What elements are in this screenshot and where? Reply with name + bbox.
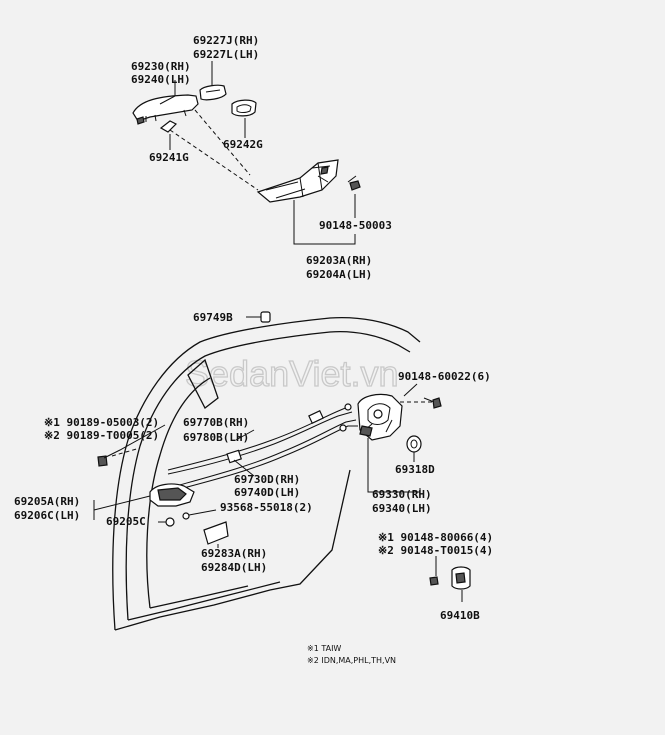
label-69284d: 69284D(LH) bbox=[201, 561, 267, 574]
label-69203a: 69203A(RH) bbox=[306, 254, 372, 267]
label-69227j: 69227J(RH) bbox=[193, 34, 259, 47]
label-69730d: 69730D(RH) bbox=[234, 473, 300, 486]
inside-handle bbox=[149, 483, 195, 507]
label-69770b: 69770B(RH) bbox=[183, 416, 249, 429]
door-lock-assembly bbox=[357, 393, 403, 441]
screw-90148-60022 bbox=[423, 397, 442, 409]
label-69230: 69230(RH) bbox=[131, 60, 191, 73]
outside-handle bbox=[132, 94, 199, 125]
label-90148-80066: ※1 90148-80066(4) bbox=[378, 531, 493, 544]
label-69242g: 69242G bbox=[223, 138, 263, 151]
label-69330: 69330(RH) bbox=[372, 488, 432, 501]
footnote-1: ※1 TAIW bbox=[307, 644, 341, 653]
label-69241g: 69241G bbox=[149, 151, 189, 164]
lock-control-cables bbox=[167, 403, 358, 491]
label-69205a: 69205A(RH) bbox=[14, 495, 80, 508]
label-90148-t0015: ※2 90148-T0015(4) bbox=[378, 544, 493, 557]
label-69410b: 69410B bbox=[440, 609, 480, 622]
inside-handle-bezel bbox=[203, 521, 229, 545]
screw-90189 bbox=[97, 424, 166, 467]
lock-cover-69318d bbox=[406, 435, 422, 453]
footnote-2: ※2 IDN,MA,PHL,TH,VN bbox=[307, 656, 396, 665]
label-90189-05003: ※1 90189-05003(2) bbox=[44, 416, 159, 429]
handle-pad bbox=[231, 99, 257, 117]
label-69227l: 69227L(LH) bbox=[193, 48, 259, 61]
label-93568-55018: 93568-55018(2) bbox=[220, 501, 313, 514]
label-69205c: 69205C bbox=[106, 515, 146, 528]
label-69740d: 69740D(LH) bbox=[234, 486, 300, 499]
label-69204a: 69204A(LH) bbox=[306, 268, 372, 281]
label-69240: 69240(LH) bbox=[131, 73, 191, 86]
handle-cover bbox=[199, 84, 227, 101]
watermark: SedanViet.vn bbox=[185, 353, 399, 394]
clip-69205c bbox=[165, 517, 175, 527]
door-striker bbox=[429, 566, 471, 590]
bolt-90148-50003 bbox=[347, 175, 361, 191]
label-69780b: 69780B(LH) bbox=[183, 431, 249, 444]
clip-69749b bbox=[246, 311, 271, 323]
label-90189-t0005: ※2 90189-T0005(2) bbox=[44, 429, 159, 442]
label-90148-50003: 90148-50003 bbox=[319, 219, 392, 232]
label-69206c: 69206C(LH) bbox=[14, 509, 80, 522]
label-69283a: 69283A(RH) bbox=[201, 547, 267, 560]
door-outline bbox=[112, 316, 421, 631]
label-69318d: 69318D bbox=[395, 463, 435, 476]
screw-93568-55018 bbox=[182, 509, 217, 520]
label-69340: 69340(LH) bbox=[372, 502, 432, 515]
label-69749b: 69749B bbox=[193, 311, 233, 324]
handle-gasket bbox=[159, 120, 178, 133]
handle-frame bbox=[256, 159, 339, 203]
label-90148-60022: 90148-60022(6) bbox=[398, 370, 491, 383]
